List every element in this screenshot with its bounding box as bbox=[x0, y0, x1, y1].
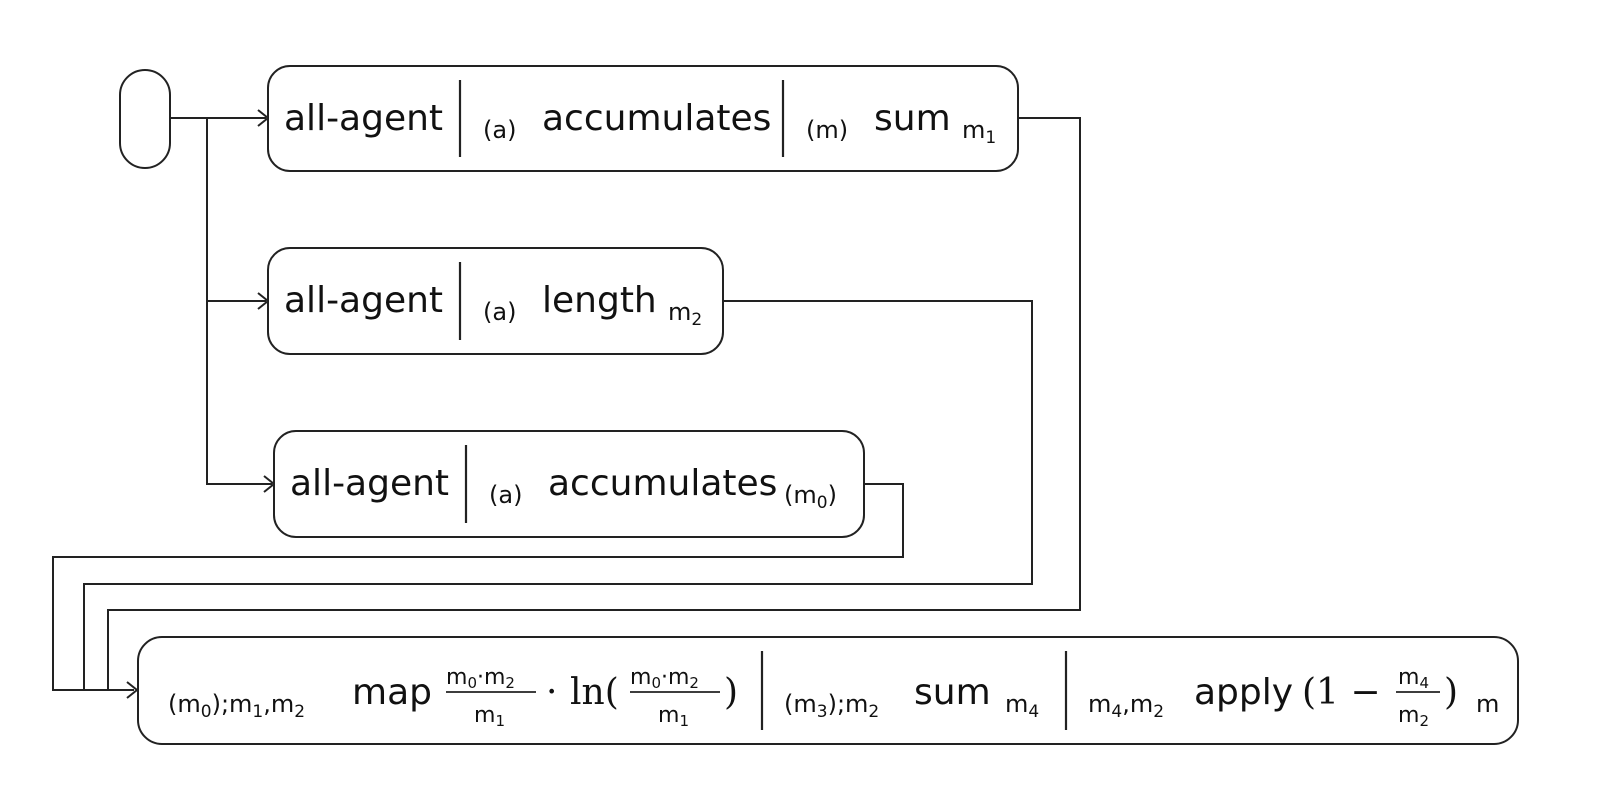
connector-start-trunk bbox=[206, 118, 272, 485]
final-seg1-frac2-numerator: m0·m2 bbox=[630, 665, 699, 692]
final-seg1-frac1-numerator: m0·m2 bbox=[446, 665, 515, 692]
node-top-op-sum: sum bbox=[874, 98, 951, 139]
node-top-op-accumulates: accumulates bbox=[542, 98, 771, 139]
node-lower: all-agent (a) accumulates (m0) bbox=[273, 430, 865, 538]
node-middle-input-a: (a) bbox=[483, 298, 516, 326]
node-final-box bbox=[137, 636, 1519, 745]
final-seg1-inputs: (m0);m1,m2 bbox=[168, 690, 305, 722]
connector-top-to-final bbox=[107, 117, 1081, 690]
final-seg1-op-map: map bbox=[352, 672, 432, 713]
final-seg1-frac2-denominator: m1 bbox=[658, 703, 689, 730]
final-seg3-paren-open: (1 − bbox=[1302, 672, 1381, 713]
node-lower-output: (m0) bbox=[784, 481, 837, 513]
node-middle-op-length: length bbox=[542, 280, 657, 321]
node-top: all-agent (a) accumulates (m) sum m1 bbox=[267, 65, 1019, 172]
node-lower-op-accumulates: accumulates bbox=[548, 463, 777, 504]
node-top-output: m1 bbox=[962, 116, 996, 148]
final-seg3-frac-denominator: m2 bbox=[1398, 703, 1429, 730]
final-seg1-ln: ln( bbox=[570, 672, 619, 713]
final-seg1-times: · bbox=[546, 672, 557, 713]
final-seg1-frac1-denominator: m1 bbox=[474, 703, 505, 730]
node-middle-agent-label: all-agent bbox=[284, 280, 443, 321]
node-lower-agent-label: all-agent bbox=[290, 463, 449, 504]
final-seg3-op-apply: apply bbox=[1194, 672, 1293, 713]
final-seg3-paren-close: ) bbox=[1444, 672, 1458, 713]
node-lower-input-a: (a) bbox=[489, 481, 522, 509]
final-seg3-inputs: m4,m2 bbox=[1088, 690, 1164, 722]
connector-lower-to-final bbox=[52, 483, 904, 691]
node-top-input-m: (m) bbox=[806, 116, 848, 144]
node-final: (m0);m1,m2 map m0·m2 m1 · ln( m0·m2 m1 )… bbox=[137, 636, 1519, 745]
node-top-input-a: (a) bbox=[483, 116, 516, 144]
final-seg3-output: m bbox=[1476, 690, 1499, 718]
connector-middle-to-final bbox=[83, 300, 1033, 690]
start-node bbox=[119, 69, 171, 169]
final-seg2-inputs: (m3);m2 bbox=[784, 690, 879, 722]
final-seg3-frac-numerator: m4 bbox=[1398, 665, 1429, 692]
final-seg1-close-paren: ) bbox=[724, 672, 738, 713]
node-middle-output: m2 bbox=[668, 298, 702, 330]
final-seg2-output: m4 bbox=[1005, 690, 1039, 722]
node-middle: all-agent (a) length m2 bbox=[267, 247, 724, 355]
final-seg2-op-sum: sum bbox=[914, 672, 991, 713]
node-top-agent-label: all-agent bbox=[284, 98, 443, 139]
